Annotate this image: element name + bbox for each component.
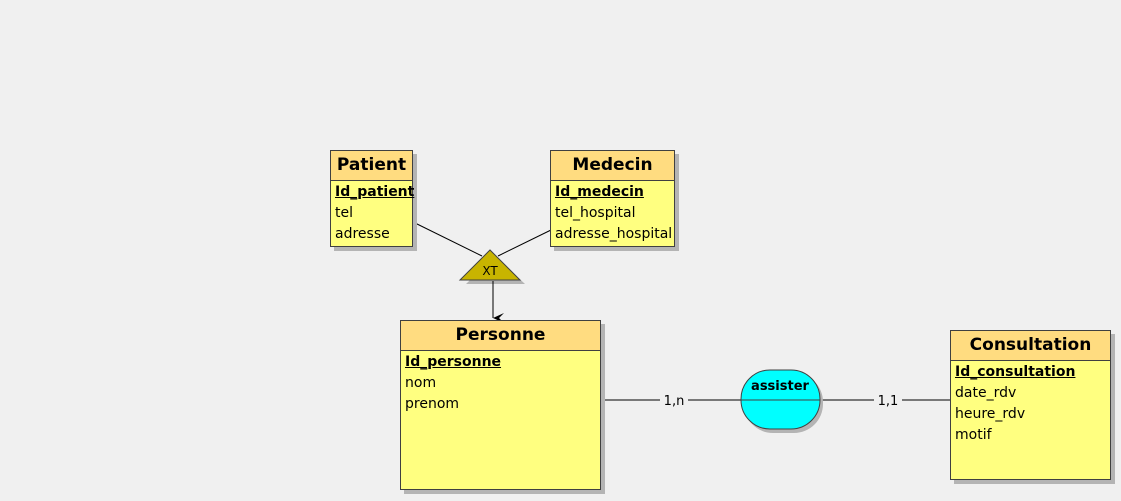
inheritance-triangle-shape[interactable] bbox=[458, 249, 522, 281]
entity-patient-attributes: Id_patient tel adresse bbox=[331, 181, 415, 245]
entity-patient-name: Patient bbox=[331, 151, 412, 181]
entity-medecin-attributes: Id_medecin tel_hospital adresse_hospital bbox=[551, 181, 674, 245]
attribute: adresse_hospital bbox=[555, 226, 673, 242]
cardinality-consultation: 1,1 bbox=[878, 394, 899, 409]
attribute-pk: Id_consultation bbox=[955, 364, 1076, 380]
attribute: heure_rdv bbox=[955, 406, 1026, 422]
entity-personne[interactable]: Personne Id_personne nom prenom bbox=[400, 320, 601, 490]
entity-consultation[interactable]: Consultation Id_consultation date_rdv he… bbox=[950, 330, 1111, 480]
entity-patient[interactable]: Patient Id_patient tel adresse bbox=[330, 150, 415, 247]
entity-consultation-name: Consultation bbox=[951, 331, 1110, 361]
link-patient-xt bbox=[412, 221, 483, 257]
association-name: assister bbox=[751, 379, 809, 394]
cardinality-personne: 1,n bbox=[664, 394, 685, 409]
attribute: nom bbox=[405, 375, 437, 391]
attribute-pk: Id_medecin bbox=[555, 184, 644, 200]
entity-personne-attributes: Id_personne nom prenom bbox=[401, 351, 600, 415]
entity-medecin[interactable]: Medecin Id_medecin tel_hospital adresse_… bbox=[550, 150, 675, 247]
link-medecin-xt bbox=[497, 229, 552, 257]
attribute: tel_hospital bbox=[555, 205, 636, 221]
entity-personne-name: Personne bbox=[401, 321, 600, 351]
attribute: prenom bbox=[405, 396, 460, 412]
attribute: motif bbox=[955, 427, 992, 443]
attribute: date_rdv bbox=[955, 385, 1017, 401]
attribute-pk: Id_patient bbox=[335, 184, 415, 200]
attribute: tel bbox=[335, 205, 353, 221]
attribute-pk: Id_personne bbox=[405, 354, 502, 370]
entity-medecin-name: Medecin bbox=[551, 151, 674, 181]
inheritance-label: XT bbox=[482, 264, 498, 278]
entity-consultation-attributes: Id_consultation date_rdv heure_rdv motif bbox=[951, 361, 1110, 446]
attribute: adresse bbox=[335, 226, 390, 242]
